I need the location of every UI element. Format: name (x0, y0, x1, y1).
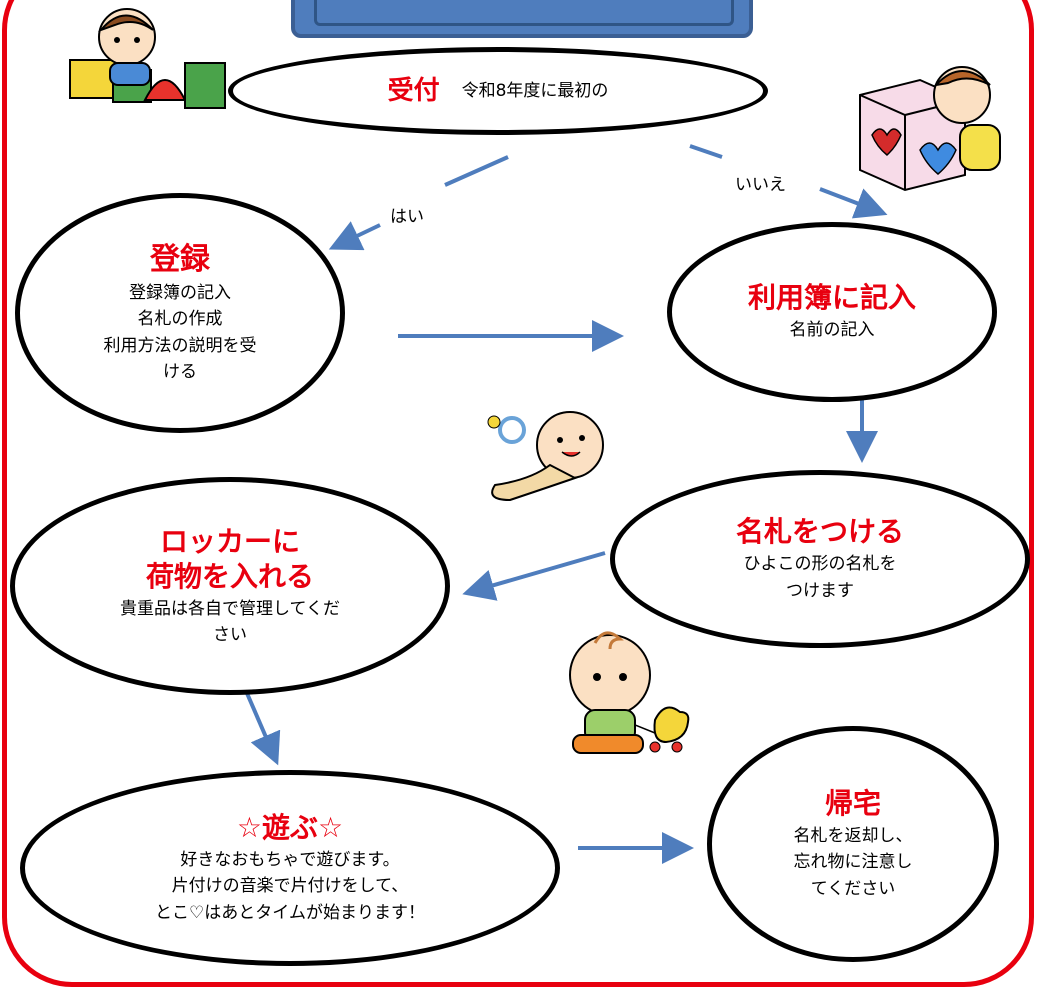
arrow-nafuda-to-locker (462, 551, 606, 601)
arrow-uketsuke-to-touroku-upper (444, 155, 509, 187)
node-touroku: 登録 登録簿の記入 名札の作成 利用方法の説明を受 ける (15, 193, 345, 433)
node-nafuda-title: 名札をつける (735, 515, 904, 549)
header-banner-inner (314, 0, 734, 26)
node-nafuda: 名札をつける ひよこの形の名札を つけます (610, 470, 1030, 648)
node-locker-body: 貴重品は各自で管理してくだ さい (120, 598, 340, 645)
node-riyoubo: 利用簿に記入 名前の記入 (667, 222, 997, 402)
baby-rattle-illustration (487, 411, 604, 502)
baby-blocks-illustration (69, 8, 226, 109)
node-kitaku-title: 帰宅 (824, 786, 881, 820)
node-uketsuke-body: 令和8年度に最初の (461, 80, 609, 101)
node-touroku-body: 登録簿の記入 名札の作成 利用方法の説明を受 ける (103, 283, 257, 383)
node-locker-title: ロッカーに 荷物を入れる (145, 524, 314, 593)
node-touroku-title: 登録 (150, 241, 210, 277)
arrow-locker-to-asobu (241, 683, 281, 766)
node-riyoubo-title: 利用簿に記入 (747, 281, 916, 315)
edge-label-yes: はい (390, 207, 424, 227)
node-kitaku-body: 名札を返却し、 忘れ物に注意し てください (793, 825, 913, 899)
arrow-uketsuke-to-touroku (328, 221, 381, 251)
arrow-uketsuke-to-riyoubo-upper (689, 144, 723, 159)
node-uketsuke: 受付 令和8年度に最初の (228, 47, 768, 135)
node-nafuda-body: ひよこの形の名札を つけます (743, 554, 897, 601)
baby-heart-box-illustration (859, 66, 1001, 192)
header-banner (291, 0, 753, 38)
node-asobu: ☆遊ぶ☆ 好きなおもちゃで遊びます。 片付けの音楽で片付けをして、 とこ♡はあと… (20, 770, 560, 966)
node-riyoubo-body: 名前の記入 (789, 320, 875, 341)
arrow-uketsuke-to-riyoubo (819, 187, 888, 219)
baby-duck-toy-illustration (569, 631, 690, 754)
node-uketsuke-title: 受付 (387, 75, 440, 106)
node-asobu-title: ☆遊ぶ☆ (236, 810, 344, 844)
node-asobu-body: 好きなおもちゃで遊びます。 片付けの音楽で片付けをして、 とこ♡はあとタイムが始… (155, 849, 425, 923)
node-kitaku: 帰宅 名札を返却し、 忘れ物に注意し てください (707, 726, 999, 962)
node-locker: ロッカーに 荷物を入れる 貴重品は各自で管理してくだ さい (10, 477, 450, 695)
edge-label-no: いいえ (735, 175, 786, 195)
